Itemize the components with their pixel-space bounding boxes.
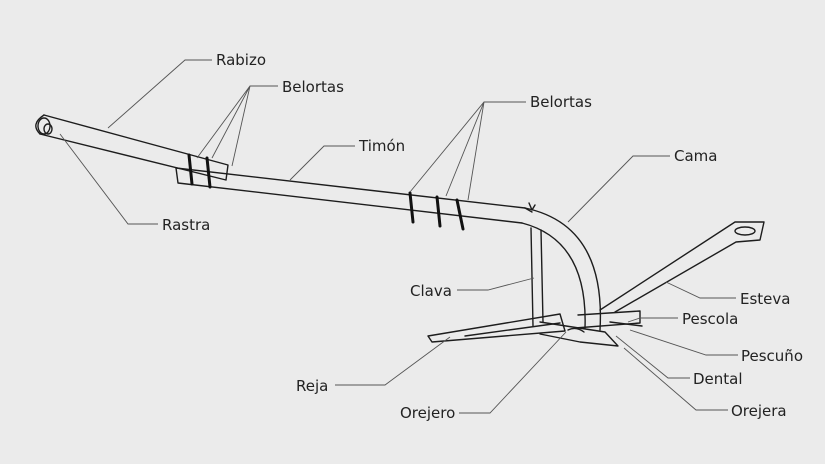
leader-orejero xyxy=(459,331,567,414)
leader-pescuno xyxy=(629,329,738,356)
leader-rastra xyxy=(59,133,158,225)
belortas-bands-left xyxy=(187,153,212,189)
pescola-piece xyxy=(574,310,643,329)
label-clava: Clava xyxy=(410,282,452,300)
cama-beam xyxy=(521,207,602,331)
label-reja: Reja xyxy=(296,377,328,395)
leader-reja xyxy=(335,336,451,386)
clava-peg xyxy=(530,227,544,327)
leader-belortas-right xyxy=(409,101,526,201)
leader-belortas-left xyxy=(196,85,278,167)
plough-illustration xyxy=(35,114,765,347)
label-belortas-left: Belortas xyxy=(282,78,344,96)
leader-pescola xyxy=(627,317,678,323)
label-orejero: Orejero xyxy=(400,404,455,422)
label-timon: Timón xyxy=(358,137,405,155)
label-cama: Cama xyxy=(674,147,717,165)
dental-orejera-piece xyxy=(539,321,619,347)
leader-clava xyxy=(457,277,535,291)
leader-lines xyxy=(59,59,738,414)
esteva-handle xyxy=(599,221,765,313)
leader-cama xyxy=(567,155,670,223)
part-labels: Rabizo Belortas Timón Belortas Cama Rast… xyxy=(162,51,803,422)
rabizo-beam xyxy=(35,114,229,181)
label-pescola: Pescola xyxy=(682,310,738,328)
label-orejera: Orejera xyxy=(731,402,787,420)
leader-rabizo xyxy=(107,59,212,129)
label-rastra: Rastra xyxy=(162,216,210,234)
label-pescuno: Pescuño xyxy=(741,347,803,365)
belortas-bands-right xyxy=(408,191,465,231)
reja-share xyxy=(427,313,566,343)
label-dental: Dental xyxy=(693,370,743,388)
leader-esteva xyxy=(665,281,736,299)
label-rabizo: Rabizo xyxy=(216,51,266,69)
leader-orejera xyxy=(623,347,728,411)
timon-beam xyxy=(175,167,536,224)
leader-dental xyxy=(615,335,690,379)
label-esteva: Esteva xyxy=(740,290,790,308)
leader-timon xyxy=(289,145,355,181)
label-belortas-right: Belortas xyxy=(530,93,592,111)
